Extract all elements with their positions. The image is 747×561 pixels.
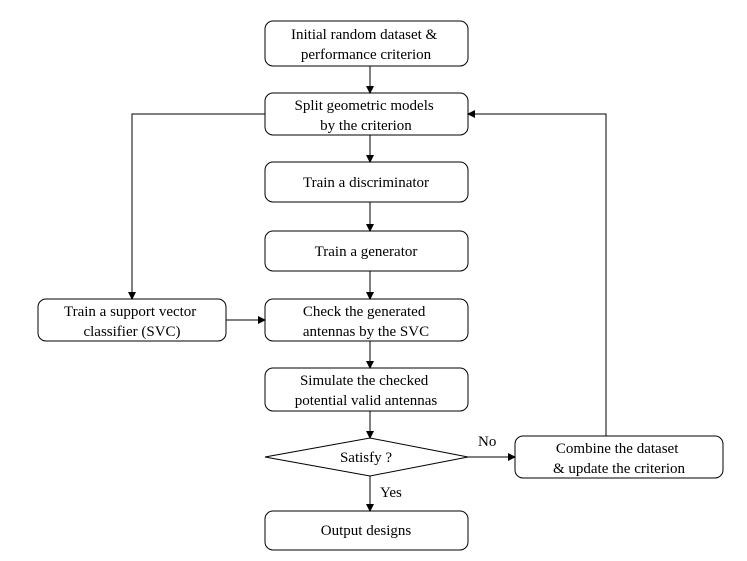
svc-train-line-1: Train a support vector [64, 304, 196, 320]
svg-text:Initial random dataset & p: Initial random dataset & performance cri… [291, 27, 441, 63]
svg-text:Train a generator: Train a generator [315, 244, 418, 260]
check-line-1: Check the generated [303, 304, 426, 320]
split-line-1: Split geometric models [295, 98, 434, 114]
check-line-2: antennas by the SVC [303, 324, 429, 340]
svg-text:Train a discriminator: Train a discriminator [303, 175, 429, 191]
combine-line-2: & update the criterion [553, 461, 686, 477]
generator-label: Train a generator [315, 244, 418, 260]
svg-text:Combine the dataset & upda: Combine the dataset & update the criteri… [553, 441, 686, 477]
simulate-line-1: Simulate the checked [300, 373, 429, 389]
svg-text:Train a support vector cla: Train a support vector classifier (SVC) [64, 304, 200, 340]
satisfy-label: Satisfy ? [340, 450, 392, 466]
svg-text:Output designs: Output designs [321, 523, 412, 539]
split-line-2: by the criterion [320, 118, 412, 134]
output-label: Output designs [321, 523, 412, 539]
svg-text:Satisfy ?: Satisfy ? [340, 450, 392, 466]
svg-text:Check the generated antenn: Check the generated antennas by the SVC [303, 304, 429, 340]
combine-line-1: Combine the dataset [556, 441, 679, 457]
svg-text:Simulate the checked poten: Simulate the checked potential valid ant… [295, 373, 438, 409]
svg-text:Split geometric models by: Split geometric models by the criterion [295, 98, 438, 134]
arrow-split-svc [128, 113, 265, 300]
initial-line-2: performance criterion [301, 47, 432, 63]
arrow-combine-split [467, 110, 607, 436]
edge-label-yes: Yes [380, 485, 402, 501]
edge-label-no: No [478, 434, 496, 450]
simulate-line-2: potential valid antennas [295, 393, 438, 409]
discriminator-label: Train a discriminator [303, 175, 429, 191]
svc-train-line-2: classifier (SVC) [83, 324, 180, 340]
initial-box [264, 20, 469, 67]
initial-line-1: Initial random dataset & [291, 27, 438, 43]
